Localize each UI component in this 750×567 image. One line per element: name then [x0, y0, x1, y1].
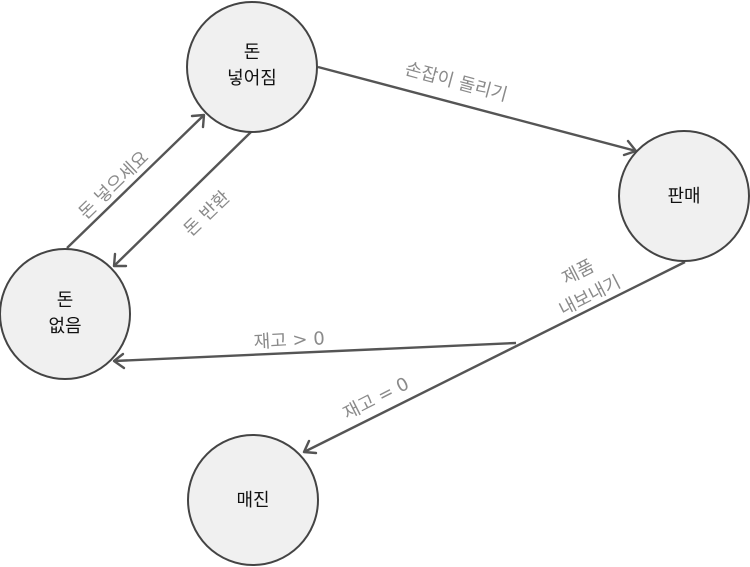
state-sold-out-label: 매진 — [236, 490, 269, 511]
state-money-inserted-line1: 돈 — [244, 42, 261, 63]
state-sold-out: 매진 — [187, 434, 319, 566]
edge-return-money — [112, 130, 253, 268]
edge-insert-money — [66, 113, 206, 249]
state-sold: 판매 — [618, 130, 750, 262]
state-money-inserted: 돈 넣어짐 — [186, 1, 318, 133]
edge-stock-positive — [112, 341, 517, 370]
edge-label-stock-positive: 재고 > 0 — [253, 328, 325, 353]
state-no-money-line1: 돈 — [57, 290, 74, 311]
state-money-inserted-line2: 넣어짐 — [227, 68, 277, 89]
edge-label-turn-handle: 손잡이 돌리기 — [403, 59, 510, 106]
state-no-money: 돈 없음 — [0, 248, 131, 380]
edge-label-insert-money: 돈 넣으세요 — [75, 147, 153, 224]
edge-stock-zero — [302, 260, 686, 455]
state-no-money-line2: 없음 — [48, 316, 81, 337]
state-sold-label: 판매 — [667, 186, 700, 207]
